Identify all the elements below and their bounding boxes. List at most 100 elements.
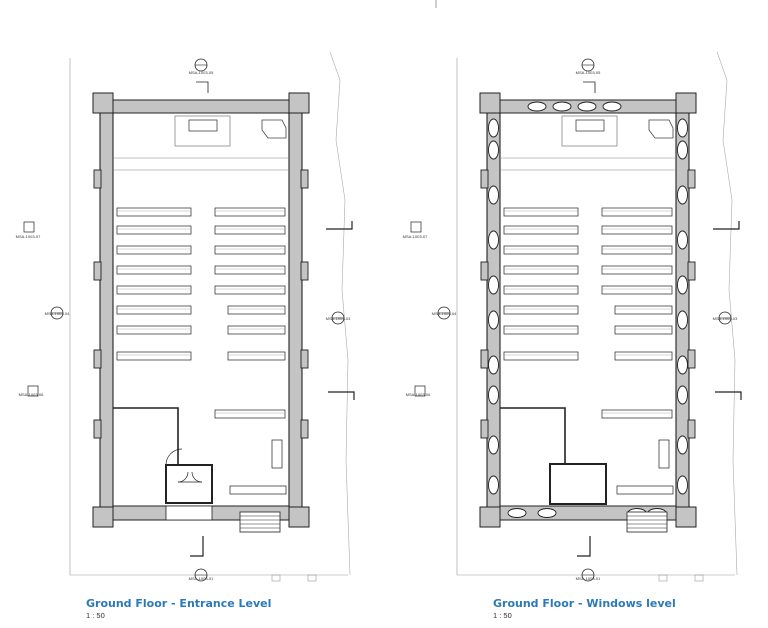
pew-left (503, 245, 579, 255)
pew-left (503, 325, 579, 335)
section-cut-right-upper (713, 221, 740, 230)
pew-right (227, 305, 286, 315)
pew-rear (229, 485, 287, 495)
pilaster-right (687, 261, 696, 281)
pilaster-right (300, 169, 309, 189)
window-opening (488, 118, 499, 138)
pew-left (503, 285, 579, 295)
pilaster-left (480, 169, 489, 189)
section-marker-top-label: MSA-1003-05 (576, 70, 601, 75)
window-opening (488, 230, 499, 250)
window-opening (488, 475, 499, 495)
pew-right (601, 409, 673, 419)
pew-right (614, 305, 673, 315)
pulpit (648, 119, 674, 139)
entrance-lobby (165, 464, 213, 504)
pew-left (503, 305, 579, 315)
pilaster-left (93, 261, 102, 281)
window-opening (677, 230, 688, 250)
pew-right (601, 245, 673, 255)
gallery-room (549, 463, 607, 505)
pew-left (116, 245, 192, 255)
window-opening (577, 101, 597, 112)
window-opening (677, 475, 688, 495)
side-bench (658, 439, 670, 469)
section-marker-right-label: MSA-1003-03 (326, 316, 351, 321)
pew-right (601, 265, 673, 275)
site-post (271, 574, 281, 582)
pew-left (503, 265, 579, 275)
pew-right (614, 325, 673, 335)
pilaster-left (480, 261, 489, 281)
window-opening (552, 101, 572, 112)
pilaster-left (93, 419, 102, 439)
window-opening (677, 385, 688, 405)
elevation-tag-upper-label: MSA-1003-07 (403, 234, 428, 239)
pew-right (214, 285, 286, 295)
corner-pier (675, 506, 697, 528)
pew-left (116, 207, 192, 217)
pilaster-right (687, 349, 696, 369)
section-marker-bottom-label: MSA-1003-01 (189, 576, 214, 581)
floor-plan-0: MSA-1003-05MSA-1003-01MSA-1003-04MSA-100… (16, 51, 355, 582)
elevation-tag-upper-label: MSA-1003-07 (16, 234, 41, 239)
pew-right (214, 409, 286, 419)
section-cut-bottom (190, 536, 204, 557)
window-opening (488, 185, 499, 205)
plan-scale-entrance: 1 : 50 (86, 611, 105, 620)
pew-left (503, 207, 579, 217)
pew-right (214, 245, 286, 255)
partition-wall (500, 407, 566, 465)
section-cut-right-upper (326, 221, 353, 230)
entrance-steps (626, 511, 668, 533)
pew-left (116, 351, 192, 361)
window-opening (488, 355, 499, 375)
corner-pier (92, 92, 114, 114)
site-boundary-right (716, 51, 738, 576)
pew-left (116, 225, 192, 235)
section-cut-right-lower (715, 391, 742, 400)
window-opening (488, 385, 499, 405)
altar-platform (174, 115, 231, 147)
window-opening (677, 355, 688, 375)
entrance-steps (239, 511, 281, 533)
window-opening (507, 508, 527, 518)
window-opening (488, 140, 499, 160)
window-opening (488, 310, 499, 330)
window-opening (488, 275, 499, 295)
pew-right (601, 285, 673, 295)
window-opening (677, 185, 688, 205)
elevation-tag-upper (23, 221, 35, 233)
partition-wall (113, 407, 179, 465)
altar-table (575, 119, 605, 132)
section-cut-top (583, 81, 596, 93)
elevation-tag-lower-label: MSA-1003-06 (406, 392, 431, 397)
window-opening (602, 101, 622, 112)
site-post (307, 574, 317, 582)
pew-left (116, 325, 192, 335)
corner-pier (675, 92, 697, 114)
pew-left (116, 285, 192, 295)
pew-left (116, 305, 192, 315)
site-post (658, 574, 668, 582)
section-cut-top (196, 81, 209, 93)
pulpit (261, 119, 287, 139)
elevation-tag-lower (414, 385, 426, 397)
plan-title-entrance: Ground Floor - Entrance Level (86, 597, 272, 610)
corner-pier (479, 92, 501, 114)
section-marker-top-label: MSA-1003-05 (189, 70, 214, 75)
pew-right (214, 265, 286, 275)
section-marker-right-label: MSA-1003-03 (713, 316, 738, 321)
corner-pier (92, 506, 114, 528)
pew-right (214, 207, 286, 217)
corner-pier (288, 506, 310, 528)
pew-left (503, 225, 579, 235)
pew-right (227, 325, 286, 335)
site-post (694, 574, 704, 582)
corner-pier (288, 92, 310, 114)
side-bench (271, 439, 283, 469)
plan-title-windows: Ground Floor - Windows level (493, 597, 676, 610)
window-opening (677, 275, 688, 295)
pilaster-right (300, 419, 309, 439)
entrance-opening (165, 505, 213, 521)
